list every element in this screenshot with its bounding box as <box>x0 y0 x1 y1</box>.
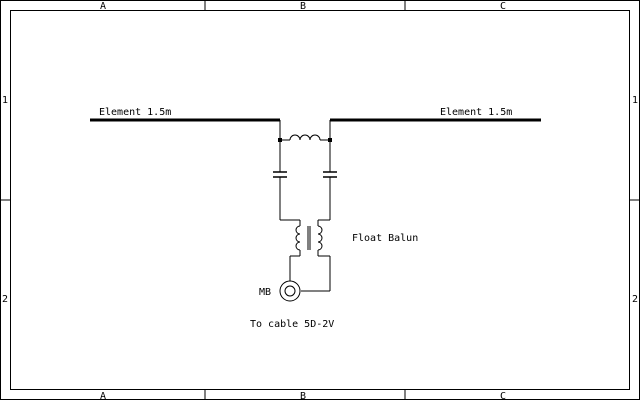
coax-connector-icon <box>279 280 301 302</box>
capacitor-left <box>273 140 287 220</box>
zone-col-c-top: C <box>500 1 506 12</box>
zone-col-c-bottom: C <box>500 391 506 400</box>
zone-row-2-left: 2 <box>2 294 8 305</box>
drawing-frame <box>10 10 630 390</box>
zone-row-2-right: 2 <box>632 294 638 305</box>
element-left-label: Element 1.5m <box>99 107 171 118</box>
zone-col-a-bottom: A <box>100 391 106 400</box>
zone-col-a-top: A <box>100 1 106 12</box>
cable-label: To cable 5D-2V <box>250 319 334 330</box>
float-balun <box>280 219 331 292</box>
zone-row-1-right: 1 <box>632 95 638 106</box>
zone-col-b-top: B <box>300 1 306 12</box>
coupling-inductor <box>280 134 330 141</box>
zone-row-1-left: 1 <box>2 95 8 106</box>
zone-col-b-bottom: B <box>300 391 306 400</box>
element-right-label: Element 1.5m <box>440 107 512 118</box>
connector-label: MB <box>259 287 271 298</box>
capacitor-right <box>323 140 337 220</box>
balun-label: Float Balun <box>352 233 418 244</box>
